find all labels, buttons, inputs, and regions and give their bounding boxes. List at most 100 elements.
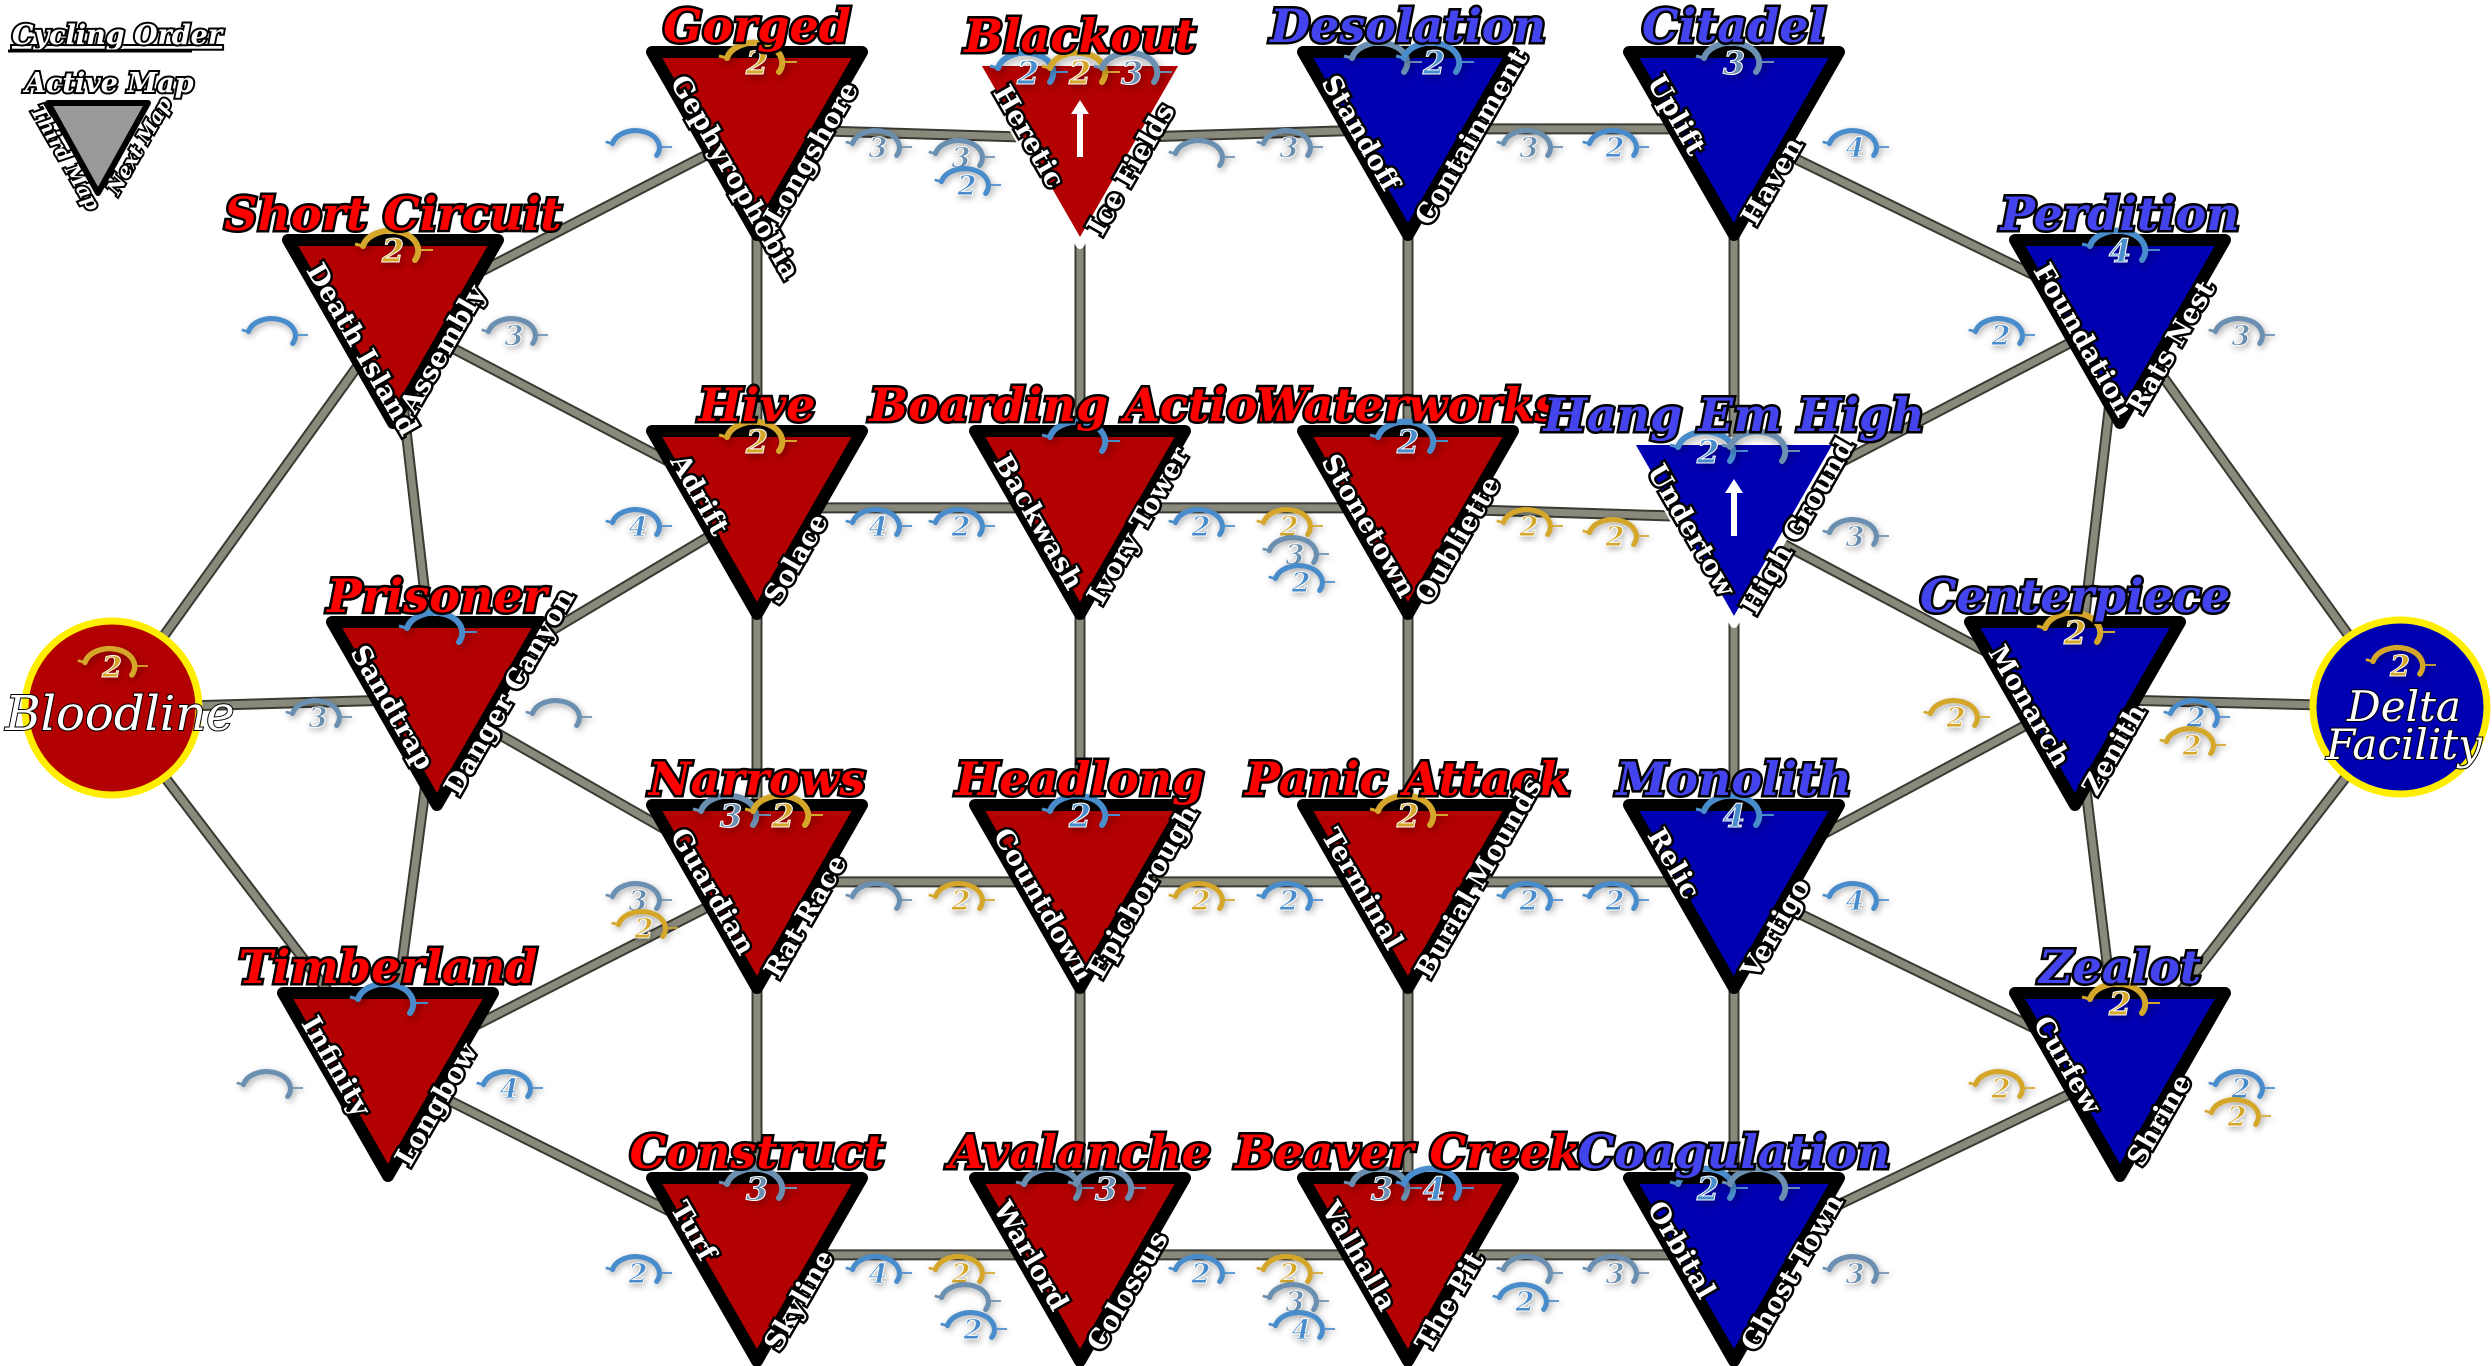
map-title: Waterworks xyxy=(1256,378,1561,432)
halo-ring-icon xyxy=(1343,39,1422,75)
svg-text:2: 2 xyxy=(1515,1286,1535,1318)
halo-2-icon: 2 xyxy=(1369,418,1448,462)
svg-text:3: 3 xyxy=(746,1170,768,1208)
halo-4-icon: 4 xyxy=(1395,1165,1474,1209)
svg-text:2: 2 xyxy=(1519,511,1539,543)
cycling-order-legend: Cycling Order Active Map Third Map Next … xyxy=(8,18,226,216)
halo-2-icon: 2 xyxy=(934,166,1002,203)
halo-2-gold-icon: 2 xyxy=(1496,507,1564,544)
map-title: Construct xyxy=(630,1125,885,1179)
svg-text:4: 4 xyxy=(1846,132,1865,164)
halo-ring-icon xyxy=(1721,1165,1800,1201)
legend-active-label: Active Map xyxy=(22,68,194,99)
halo-2-gold-icon: 2 xyxy=(1968,1069,2036,1106)
svg-text:2: 2 xyxy=(1991,320,2011,352)
map-triangle xyxy=(969,799,1191,994)
halo-4-icon: 4 xyxy=(1822,881,1890,918)
svg-text:2: 2 xyxy=(957,170,977,202)
svg-text:2: 2 xyxy=(1279,885,1299,917)
map-title: Short Circuit xyxy=(224,187,561,241)
halo-4-icon: 4 xyxy=(845,1254,913,1291)
halo-2-gold-icon: 2 xyxy=(2204,1097,2272,1134)
map-title: Perdition xyxy=(1998,187,2239,241)
svg-text:2: 2 xyxy=(381,232,404,270)
halo-3-icon: 3 xyxy=(1822,517,1890,554)
endpoint-circle xyxy=(21,617,203,799)
svg-text:2: 2 xyxy=(1068,797,1091,835)
halo-3-icon: 3 xyxy=(1822,1254,1890,1291)
svg-text:2: 2 xyxy=(1696,433,1719,471)
halo-2-icon: 2 xyxy=(2208,1069,2276,1106)
svg-text:2: 2 xyxy=(951,511,971,543)
map-title: Hang Em High xyxy=(1541,388,1924,442)
halo-ring-icon xyxy=(236,1069,304,1100)
halo-ring-icon xyxy=(1168,138,1236,169)
map-triangle xyxy=(277,987,499,1182)
halo-1-icon xyxy=(349,980,428,1016)
halo-2-icon: 2 xyxy=(1496,881,1564,918)
svg-text:3: 3 xyxy=(2232,320,2251,352)
map-triangle xyxy=(646,425,868,620)
map-title: Centerpiece xyxy=(1920,569,2230,623)
halo-2-gold-icon: 2 xyxy=(718,418,797,462)
svg-text:4: 4 xyxy=(1723,797,1745,835)
svg-text:2: 2 xyxy=(2063,614,2086,652)
active-arrow-icon xyxy=(1725,479,1743,536)
halo-2-icon: 2 xyxy=(1256,881,1324,918)
halo-2-gold-icon: 2 xyxy=(354,227,433,271)
halo-2-gold-icon: 2 xyxy=(1923,698,1991,735)
svg-text:4: 4 xyxy=(2109,232,2131,270)
halo-2-icon: 2 xyxy=(1968,316,2036,353)
halo-3-icon: 3 xyxy=(845,128,913,165)
legend-triangle xyxy=(45,100,151,196)
svg-text:2: 2 xyxy=(1396,423,1419,461)
halo-3-icon: 3 xyxy=(285,698,353,735)
map-title: Beaver Creek xyxy=(1233,1125,1580,1179)
map-triangle xyxy=(282,234,504,429)
map-title: Prisoner xyxy=(325,569,551,623)
halo-3-icon: 3 xyxy=(1256,128,1324,165)
halo-2-icon: 2 xyxy=(1268,563,1336,600)
svg-text:2: 2 xyxy=(1605,132,1625,164)
svg-text:2: 2 xyxy=(1191,1258,1211,1290)
svg-text:3: 3 xyxy=(720,797,742,835)
halo-3-icon: 3 xyxy=(1067,1165,1146,1209)
map-triangle xyxy=(2009,234,2231,429)
halo-3-icon: 3 xyxy=(1695,39,1774,83)
map-title: Gorged xyxy=(663,0,851,53)
svg-text:3: 3 xyxy=(1846,1258,1865,1290)
svg-text:2: 2 xyxy=(1191,885,1211,917)
halo-2-gold-icon: 2 xyxy=(1256,507,1324,544)
svg-text:2: 2 xyxy=(2227,1101,2247,1133)
svg-text:3: 3 xyxy=(1723,44,1745,82)
svg-text:2: 2 xyxy=(1191,511,1211,543)
svg-text:2: 2 xyxy=(1605,521,1625,553)
map-title: Blackout xyxy=(962,9,1195,63)
map-triangle xyxy=(1297,799,1519,994)
halo-3-icon: 3 xyxy=(1582,1254,1650,1291)
map-triangle xyxy=(1964,616,2186,811)
